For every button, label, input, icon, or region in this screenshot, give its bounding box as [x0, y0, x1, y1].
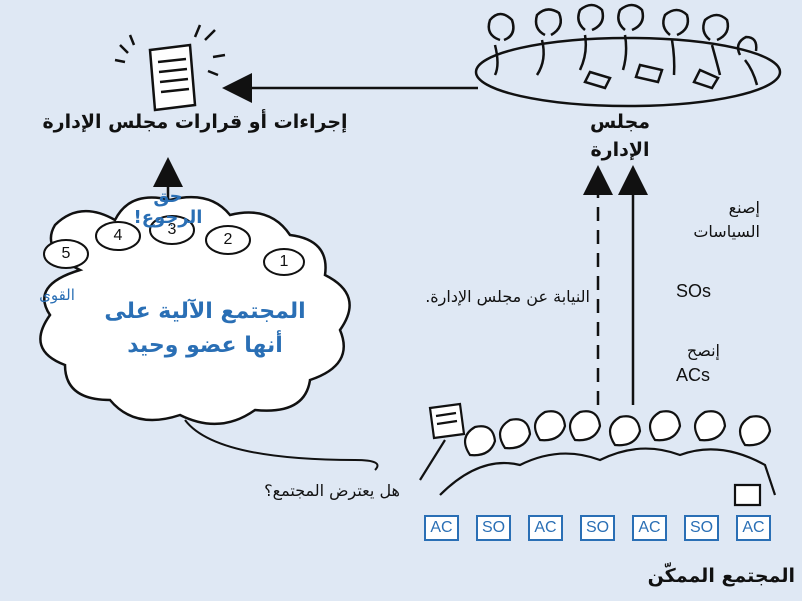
member-box-ac: AC [528, 515, 563, 541]
policy-making-label: إصنع السياسات [693, 198, 760, 241]
right-of-appeal-label: حق الرجوع! [133, 186, 203, 228]
powers-label: القوى [39, 286, 75, 304]
member-box-so: SO [684, 515, 719, 541]
member-box-ac: AC [736, 515, 771, 541]
decision-document-icon [114, 24, 226, 112]
acs-label: ACs [676, 365, 711, 385]
community-crowd-sketch [419, 402, 777, 507]
board-table-sketch [474, 3, 782, 108]
power-number: 3 [167, 221, 177, 238]
power-number: 4 [113, 227, 123, 244]
power-number: 5 [61, 245, 71, 262]
delegation-label: النيابة عن مجلس الإدارة. [425, 287, 590, 306]
member-box-ac: AC [424, 515, 459, 541]
sos-label: SOs [676, 281, 712, 301]
empowered-community-label: المجتمع الممكّن [647, 565, 795, 587]
member-box-so: SO [580, 515, 615, 541]
power-number: 2 [223, 231, 233, 248]
board-label: مجلس الإدارة [589, 111, 651, 161]
community-objects-question: هل يعترض المجتمع؟ [264, 481, 400, 500]
member-box-ac: AC [632, 515, 667, 541]
member-box-so: SO [476, 515, 511, 541]
power-number: 1 [279, 253, 289, 270]
board-actions-label: إجراءات أو قرارات مجلس الإدارة [42, 111, 348, 133]
community-title: المجتمع الآلية على أنها عضو وحيد [104, 299, 306, 358]
advice-label: إنصح [686, 341, 720, 360]
